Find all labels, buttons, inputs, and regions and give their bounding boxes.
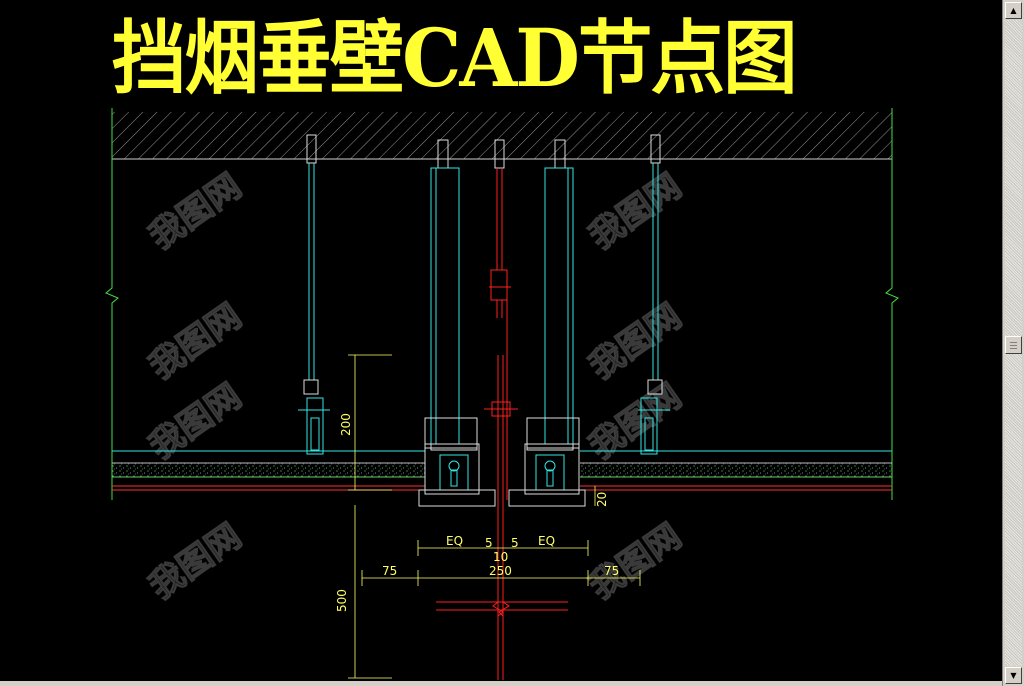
dimension-labels: 200 500 20 EQ EQ 5 5 10 250 75 75 [335, 413, 619, 612]
dim-eq-left: EQ [446, 534, 463, 548]
watermark-text: 我图网 [582, 516, 688, 607]
watermark-text: 我图网 [142, 376, 248, 467]
side-break-lines [105, 108, 899, 500]
concrete-ceiling-slab [112, 112, 892, 160]
scrollbar-thumb[interactable] [1005, 336, 1022, 354]
left-hanger-rod [298, 134, 330, 455]
dim-side-left: 75 [382, 564, 397, 578]
watermark-text: 我图网 [582, 296, 688, 387]
drawing-title: 挡烟垂壁CAD节点图 [112, 11, 798, 105]
dim-side-right: 75 [604, 564, 619, 578]
dim-eq-right: EQ [538, 534, 555, 548]
scroll-down-button[interactable]: ▼ [1005, 667, 1022, 684]
dim-gap-total: 10 [493, 550, 508, 564]
watermark-layer: 我图网 我图网 我图网 我图网 我图网 我图网 我图网 我图网 [142, 166, 690, 608]
cad-drawing: 我图网 我图网 我图网 我图网 我图网 我图网 我图网 我图网 [105, 108, 899, 680]
dim-overall-width: 250 [489, 564, 512, 578]
watermark-text: 我图网 [142, 166, 248, 257]
dim-half-gap-right: 5 [511, 536, 519, 550]
thumb-grip-icon [1010, 342, 1017, 343]
watermark-text: 我图网 [142, 516, 248, 607]
left-channel-frame [418, 139, 496, 507]
dim-height-lower: 500 [335, 589, 349, 612]
right-hanger-rod [638, 134, 670, 455]
watermark-text: 我图网 [582, 376, 688, 467]
cad-viewport[interactable]: 我图网 我图网 我图网 我图网 我图网 我图网 我图网 我图网 [0, 0, 1002, 686]
dim-half-gap-left: 5 [485, 536, 493, 550]
vertical-scrollbar[interactable]: ▲ ▼ [1002, 0, 1024, 686]
dimension-lines [348, 354, 641, 679]
status-bar [0, 681, 1002, 686]
watermark-text: 我图网 [582, 166, 688, 257]
right-channel-frame [508, 139, 586, 507]
glass-smoke-barrier [436, 139, 568, 680]
suspended-ceiling-panels [112, 450, 892, 491]
dim-height-upper: 200 [339, 413, 353, 436]
scroll-up-button[interactable]: ▲ [1005, 2, 1022, 19]
thumb-grip-icon [1010, 348, 1017, 349]
thumb-grip-icon [1010, 345, 1017, 346]
watermark-text: 我图网 [142, 296, 248, 387]
dim-gap-small: 20 [595, 492, 609, 507]
